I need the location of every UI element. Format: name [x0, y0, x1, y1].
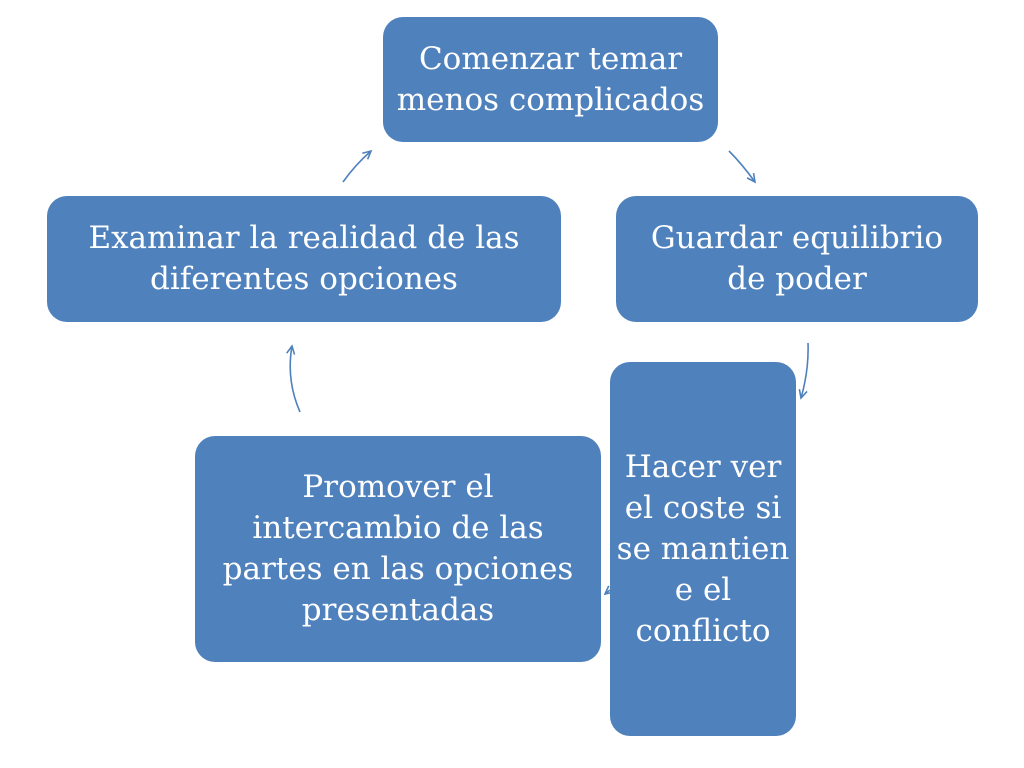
node-right: Guardar equilibrio de poder	[616, 196, 978, 322]
arrow-bottom-to-left	[286, 344, 301, 413]
node-top-label: Comenzar temar menos complicados	[396, 40, 705, 118]
arrow-top-to-right	[728, 150, 757, 184]
node-bottom-label: Promover el intercambio de las partes en…	[222, 469, 574, 628]
node-top: Comenzar temar menos complicados	[383, 17, 718, 142]
node-mid: Hacer ver el coste si se mantien e el co…	[610, 362, 796, 736]
arrow-left-to-top	[342, 149, 373, 183]
node-left: Examinar la realidad de las diferentes o…	[47, 196, 561, 322]
arrow-right-to-mid	[798, 342, 809, 400]
node-bottom: Promover el intercambio de las partes en…	[195, 436, 601, 662]
node-mid-label: Hacer ver el coste si se mantien e el co…	[616, 448, 790, 649]
node-right-label: Guardar equilibrio de poder	[650, 220, 944, 297]
node-left-label: Examinar la realidad de las diferentes o…	[88, 220, 520, 297]
